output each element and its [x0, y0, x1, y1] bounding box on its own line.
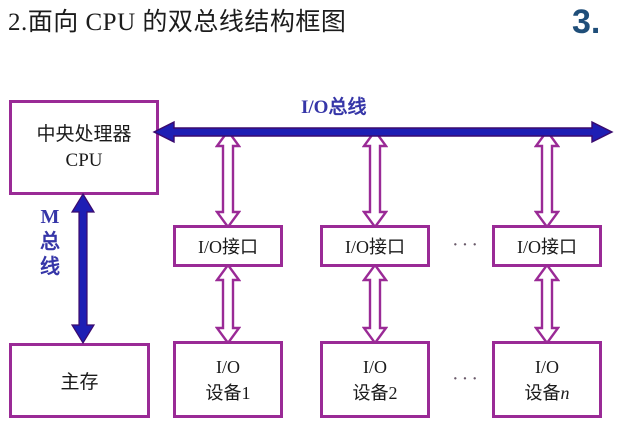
double-arrow-vertical-icon [214, 128, 242, 230]
double-arrow-vertical-icon [70, 192, 96, 345]
double-arrow-vertical-icon [361, 262, 389, 346]
connector-bus-to-interface-1 [214, 128, 242, 230]
io-device-label-line2: 设备n [525, 380, 570, 406]
io-device-label-line1: I/O [363, 356, 387, 377]
double-arrow-horizontal-icon [152, 120, 614, 144]
connector-interface-to-device-1 [214, 262, 242, 346]
cpu-label-en: CPU [65, 149, 103, 171]
io-device-label-line2: 设备1 [206, 380, 251, 406]
io-bus-arrow [152, 120, 614, 144]
m-bus-label-line2: 总 [40, 231, 60, 253]
double-arrow-vertical-icon [533, 128, 561, 230]
connector-interface-to-device-2 [361, 262, 389, 346]
cpu-label-cn: 中央处理器 [36, 123, 132, 145]
connector-bus-to-interface-2 [361, 128, 389, 230]
page-title: 2.面向 CPU 的双总线结构框图 [8, 9, 347, 36]
io-device-label-line2: 设备2 [353, 380, 398, 406]
io-interface-box-3[interactable]: I/O接口 [492, 225, 602, 267]
m-bus-arrow [70, 192, 96, 345]
io-device-box-1[interactable]: I/O 设备1 [173, 341, 283, 418]
io-device-index: 2 [388, 382, 398, 403]
io-interface-label: I/O接口 [517, 237, 577, 257]
interface-row-ellipsis: ··· [452, 234, 481, 256]
io-device-label-text: 设备 [352, 382, 389, 403]
io-device-label-text: 设备 [205, 382, 242, 403]
double-arrow-vertical-icon [361, 128, 389, 230]
io-bus-label: I/O总线 [301, 97, 367, 118]
connector-interface-to-device-3 [533, 262, 561, 346]
device-row-ellipsis: ··· [452, 368, 481, 390]
m-bus-label-line1: M [40, 206, 60, 228]
section-number: 3. [572, 3, 601, 41]
io-device-index: n [560, 382, 570, 403]
main-memory-label: 主存 [60, 372, 99, 393]
m-bus-label-line3: 线 [40, 256, 60, 278]
io-device-box-3[interactable]: I/O 设备n [492, 341, 602, 418]
io-interface-label: I/O接口 [345, 237, 405, 257]
connector-bus-to-interface-3 [533, 128, 561, 230]
cpu-box[interactable]: 中央处理器 CPU [9, 100, 159, 195]
double-arrow-vertical-icon [214, 262, 242, 346]
io-device-box-2[interactable]: I/O 设备2 [320, 341, 430, 418]
io-device-index: 1 [241, 382, 251, 403]
io-device-label-text: 设备 [524, 382, 561, 403]
io-interface-box-1[interactable]: I/O接口 [173, 225, 283, 267]
main-memory-box[interactable]: 主存 [9, 343, 150, 418]
double-arrow-vertical-icon [533, 262, 561, 346]
io-interface-box-2[interactable]: I/O接口 [320, 225, 430, 267]
io-device-label-line1: I/O [216, 356, 240, 377]
io-device-label-line1: I/O [535, 356, 559, 377]
io-interface-label: I/O接口 [198, 237, 258, 257]
m-bus-label: M 总 线 [33, 205, 67, 280]
